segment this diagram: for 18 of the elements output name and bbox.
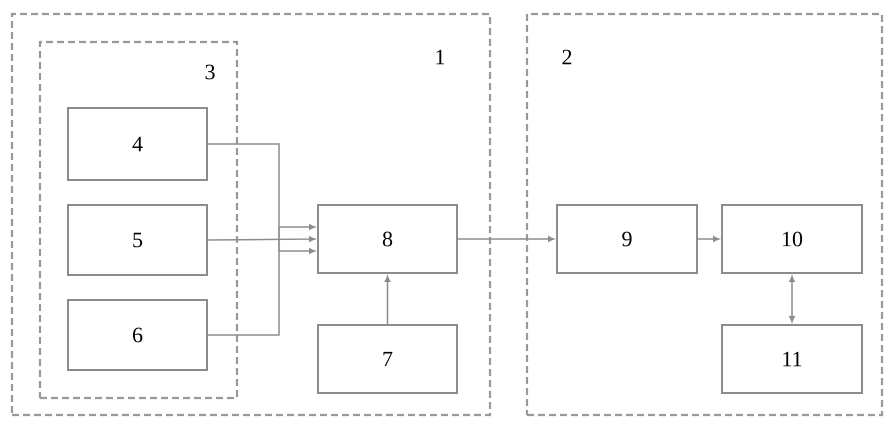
block-box: 9 (556, 204, 698, 274)
arrow (789, 276, 795, 322)
block-box: 5 (67, 204, 208, 276)
arrow (384, 276, 390, 324)
group-number: 2 (562, 50, 572, 64)
arrow (208, 236, 316, 242)
group-number: 3 (206, 64, 215, 80)
arrow (208, 143, 316, 254)
block-box: 11 (721, 324, 863, 394)
arrow (698, 236, 720, 242)
block-box: 4 (67, 107, 208, 181)
block-box: 8 (317, 204, 458, 274)
block-box: 7 (317, 324, 458, 394)
arrow (458, 236, 554, 242)
group-number: 1 (436, 50, 444, 64)
arrow (208, 224, 316, 336)
block-box: 6 (67, 299, 208, 371)
block-box: 10 (721, 204, 863, 274)
